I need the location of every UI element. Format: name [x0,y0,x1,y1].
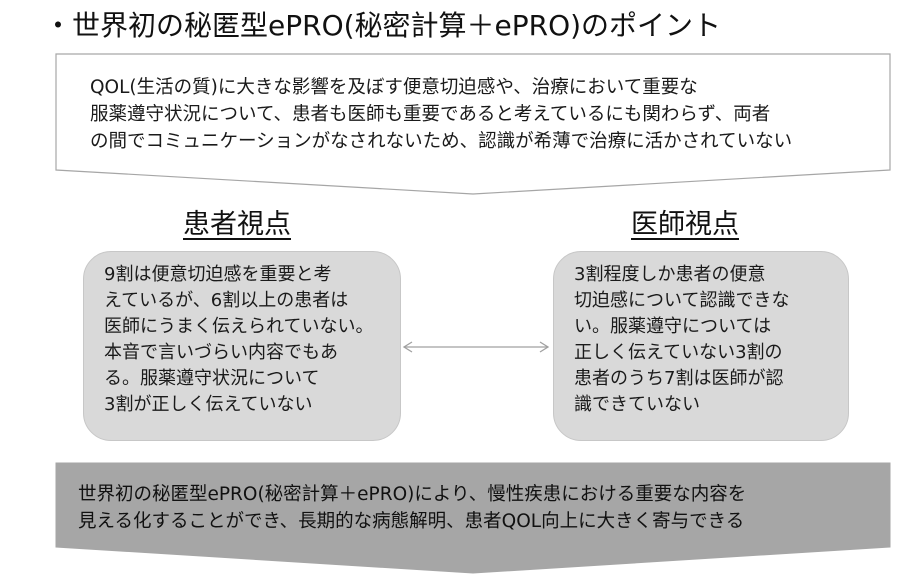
doctor-view-heading: 医師視点 [631,209,739,240]
patient-line: 医師にうまく伝えられていない。 [104,316,374,337]
patient-line: 3割が正しく伝えていない [104,394,313,415]
conclusion-line: 見える化することができ、長期的な病態解明、患者QOL向上に大きく寄与できる [78,511,745,532]
patient-line: 本音で言いづらい内容でもあ [104,342,338,363]
doctor-line: 切迫感について認識できな [574,290,790,311]
doctor-line: い。服薬遵守については [574,316,772,337]
doctor-line: 3割程度しか患者の便意 [574,264,766,285]
patient-view-heading: 患者視点 [183,209,291,240]
doctor-view-card: 3割程度しか患者の便意 切迫感について認識できな い。服薬遵守については 正しく… [553,251,849,441]
problem-line: 服薬遵守状況について、患者も医師も重要であると考えているにも関わらず、両者 [90,104,771,125]
patient-line: 9割は便意切迫感を重要と考 [104,264,332,285]
conclusion-line: 世界初の秘匿型ePRO(秘密計算＋ePRO)により、慢性疾患における重要な内容を [78,484,747,505]
problem-statement: QOL(生活の質)に大きな影響を及ぼす便意切迫感や、治療において重要な 服薬遵守… [90,74,850,155]
patient-line: えているが、6割以上の患者は [104,290,349,311]
doctor-line: 識できていない [574,394,700,415]
patient-line: る。服薬遵守状況について [104,368,320,389]
problem-line: の間でコミュニケーションがなされないため、認識が希薄で治療に活かされていない [90,131,793,152]
doctor-line: 正しく伝えていない3割の [574,342,783,363]
conclusion-statement: 世界初の秘匿型ePRO(秘密計算＋ePRO)により、慢性疾患における重要な内容を… [78,481,878,535]
problem-line: QOL(生活の質)に大きな影響を及ぼす便意切迫感や、治療において重要な [90,77,698,98]
doctor-line: 患者のうち7割は医師が認 [574,368,784,389]
page-title: ・世界初の秘匿型ePRO(秘密計算＋ePRO)のポイント [44,9,722,42]
patient-view-card: 9割は便意切迫感を重要と考 えているが、6割以上の患者は 医師にうまく伝えられて… [83,251,401,441]
